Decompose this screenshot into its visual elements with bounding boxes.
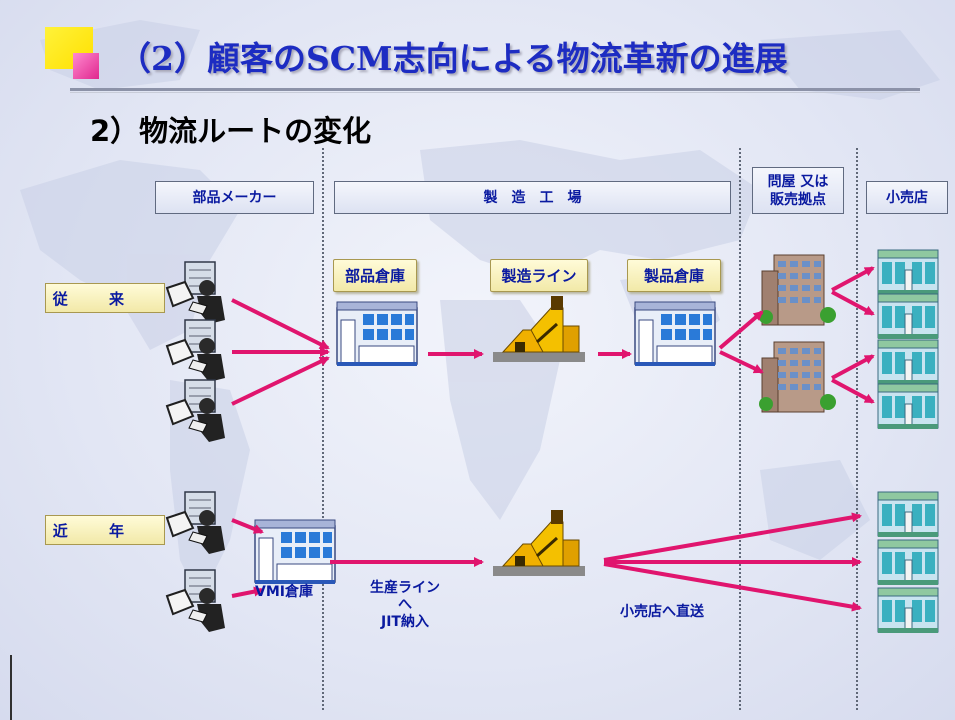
retail-shop-icon bbox=[877, 383, 939, 430]
parts-warehouse-icon bbox=[336, 301, 418, 367]
column-header-wholesaler-line2: 販売拠点 bbox=[770, 191, 826, 208]
column-header-parts-maker: 部品メーカー bbox=[155, 181, 314, 214]
vmi-warehouse-icon bbox=[254, 519, 336, 585]
title-underline bbox=[70, 88, 920, 91]
parts-warehouse-label: 部品倉庫 bbox=[333, 259, 417, 292]
parts-maker-icon bbox=[166, 379, 226, 443]
jit-note-line2: へ bbox=[398, 597, 412, 613]
product-warehouse-icon bbox=[634, 301, 716, 367]
flow-arrow bbox=[231, 586, 264, 598]
jit-note-line1: 生産ライン bbox=[370, 580, 440, 596]
column-header-wholesaler: 問屋 又は 販売拠点 bbox=[752, 167, 844, 214]
retail-shop-icon bbox=[877, 293, 939, 340]
page-title: （2）顧客のSCM志向による物流革新の進展 bbox=[118, 39, 788, 78]
flow-arrow bbox=[831, 290, 875, 316]
jit-delivery-note: 生産ライン へ JIT納入 bbox=[350, 580, 460, 631]
parts-maker-icon bbox=[166, 261, 226, 325]
title-deco-pink bbox=[73, 53, 99, 79]
vmi-warehouse-label: VMI倉庫 bbox=[255, 584, 313, 600]
retail-shop-icon bbox=[877, 249, 939, 296]
flow-arrow bbox=[719, 350, 764, 374]
flow-arrow bbox=[231, 518, 264, 534]
production-line-icon bbox=[491, 294, 587, 364]
column-header-wholesaler-line1: 問屋 又は bbox=[767, 173, 829, 190]
production-line-label: 製造ライン bbox=[490, 259, 588, 292]
flow-arrow bbox=[603, 512, 862, 562]
flow-arrow bbox=[718, 310, 764, 350]
parts-maker-icon bbox=[166, 569, 226, 633]
row-label-traditional: 従 来 bbox=[45, 283, 165, 313]
title-underline-2 bbox=[70, 92, 920, 93]
frame-bracket bbox=[10, 655, 12, 720]
row-label-recent: 近 年 bbox=[45, 515, 165, 545]
retail-shop-icon bbox=[877, 539, 939, 586]
column-header-factory: 製 造 工 場 bbox=[334, 181, 731, 214]
section-subtitle: 2）物流ルートの変化 bbox=[90, 114, 372, 148]
production-line-icon bbox=[491, 508, 587, 578]
direct-to-retailer-note: 小売店へ直送 bbox=[620, 604, 704, 620]
wholesaler-building-icon bbox=[758, 254, 837, 326]
flow-arrow bbox=[831, 378, 875, 404]
flow-arrow bbox=[831, 354, 875, 380]
retail-shop-icon bbox=[877, 491, 939, 538]
retail-shop-icon bbox=[877, 339, 939, 386]
parts-maker-icon bbox=[166, 491, 226, 555]
wholesaler-building-icon bbox=[758, 341, 837, 413]
flow-arrow bbox=[603, 562, 862, 612]
flow-arrow bbox=[831, 266, 875, 292]
retail-shop-icon bbox=[877, 587, 939, 634]
flow-arrow bbox=[231, 356, 330, 406]
column-header-retailer: 小売店 bbox=[866, 181, 948, 214]
jit-note-line3: JIT納入 bbox=[381, 614, 429, 630]
parts-maker-icon bbox=[166, 319, 226, 383]
flow-arrow bbox=[231, 298, 330, 350]
product-warehouse-label: 製品倉庫 bbox=[627, 259, 721, 292]
